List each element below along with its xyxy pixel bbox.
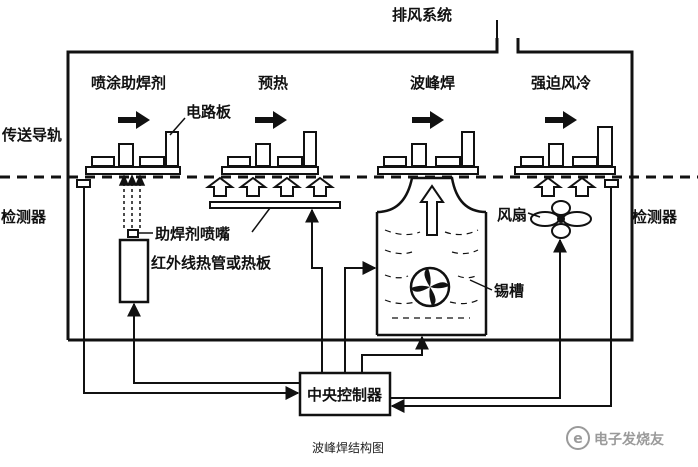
heat-up-arrow-icon [272,176,302,197]
label-wave: 波峰焊 [410,74,455,92]
label-forced-cool: 强迫风冷 [531,74,591,92]
label-heater: 红外线热管或热板 [151,254,272,272]
flux-nozzle [127,229,139,238]
watermark-text: 电子发烧友 [594,431,664,448]
watermark-logo-letter: e [573,431,583,447]
heater-leader [251,207,271,233]
heat-up-arrow-icon [238,176,268,197]
control-wiring [83,188,612,413]
pcb-board [85,131,181,175]
fan-icon [530,200,592,239]
fan-leader [527,212,541,218]
arrow-right-icon [545,111,577,129]
detector-right [604,179,619,188]
enclosure [66,38,634,342]
figure-caption: 波峰焊结构图 [312,440,384,455]
solder-tank [375,176,493,337]
detector-left [76,179,91,188]
pcb-board [221,131,319,175]
label-preheat: 预热 [258,74,288,92]
solder-wave [376,176,487,214]
cool-arrows [533,176,597,197]
flux-tank [118,238,150,304]
direction-arrows [118,111,577,129]
solder-tank-leader [469,279,493,291]
label-detector-right: 检测器 [632,208,678,226]
watermark-logo-icon [566,426,590,450]
arrow-right-icon [412,111,444,129]
label-solder-tank: 锡槽 [494,282,524,300]
label-flux-spray: 喷涂助焊剂 [91,74,166,92]
heat-arrows [205,176,335,197]
label-controller: 中央控制器 [307,386,383,404]
heater-plate [209,201,341,209]
watermark: e 电子发烧友 [566,426,664,450]
label-detector-left: 检测器 [1,208,47,226]
pcb-leader [169,117,186,136]
wave-up-arrow-icon [419,184,445,236]
label-pcb: 电路板 [186,103,232,121]
cool-up-arrow-icon [567,176,597,197]
heat-up-arrow-icon [205,176,235,197]
label-exhaust: 排风系统 [392,6,452,24]
arrow-right-icon [118,111,150,129]
arrow-right-icon [255,111,287,129]
pcb-boards [85,126,616,175]
flux-spray [118,174,146,228]
label-fan: 风扇 [497,206,527,224]
label-conveyor: 传送导轨 [1,126,62,144]
label-flux-nozzle: 助焊剂喷嘴 [155,225,230,243]
pcb-board [377,131,479,175]
pcb-board [514,126,616,175]
cool-up-arrow-icon [533,176,563,197]
heat-up-arrow-icon [305,176,335,197]
